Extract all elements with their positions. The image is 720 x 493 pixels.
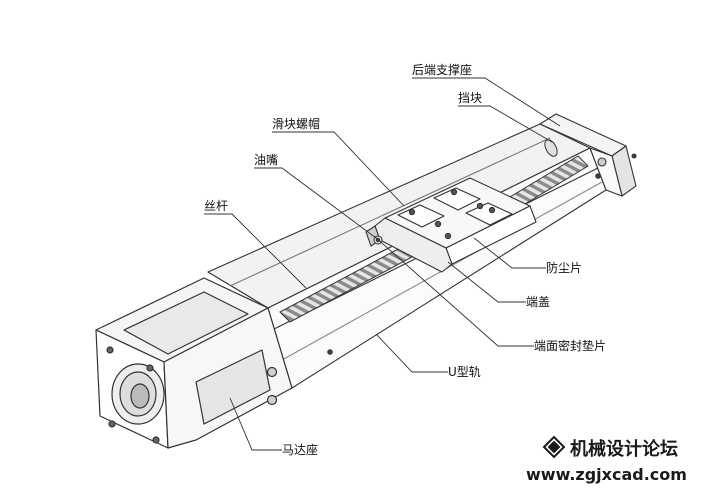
label-end-cap: 端盖	[526, 295, 550, 309]
label-stopper: 挡块	[458, 91, 482, 105]
rear-support	[539, 113, 637, 197]
leader-slider-nut	[272, 131, 405, 207]
leader-stopper	[458, 105, 553, 143]
leader-end-cap	[447, 261, 526, 303]
label-oil-nozzle: 油嘴	[254, 153, 278, 167]
leader-end-seal	[373, 235, 534, 347]
leader-oil-nozzle	[254, 167, 377, 239]
watermark-title: 机械设计论坛	[570, 438, 678, 460]
label-motor-seat: 马达座	[282, 442, 318, 457]
label-end-seal: 端面密封垫片	[534, 338, 606, 353]
label-lead-screw: 丝杆	[204, 199, 228, 213]
watermark-url: www.zgjxcad.com	[526, 465, 687, 484]
label-dust-cover: 防尘片	[546, 260, 582, 275]
leader-lead-screw	[204, 213, 307, 289]
motor-seat	[95, 277, 293, 449]
labels: 后端支撑座 挡块 滑块螺帽 油嘴 丝杆 防尘片 端盖 端面密封垫片 U型轨 马达…	[204, 62, 606, 457]
leader-motor-seat	[229, 397, 282, 451]
leader-rear-support	[412, 77, 561, 127]
leader-dust-cover	[473, 237, 546, 269]
label-u-rail: U型轨	[448, 365, 481, 379]
watermark: 机械设计论坛 www.zgjxcad.com	[526, 435, 687, 484]
forum-logo-icon	[542, 435, 566, 459]
leader-lines	[204, 77, 561, 451]
stopper	[544, 139, 558, 157]
label-slider-nut: 滑块螺帽	[272, 116, 320, 131]
leader-u-rail	[375, 333, 448, 373]
label-rear-support: 后端支撑座	[412, 62, 472, 77]
